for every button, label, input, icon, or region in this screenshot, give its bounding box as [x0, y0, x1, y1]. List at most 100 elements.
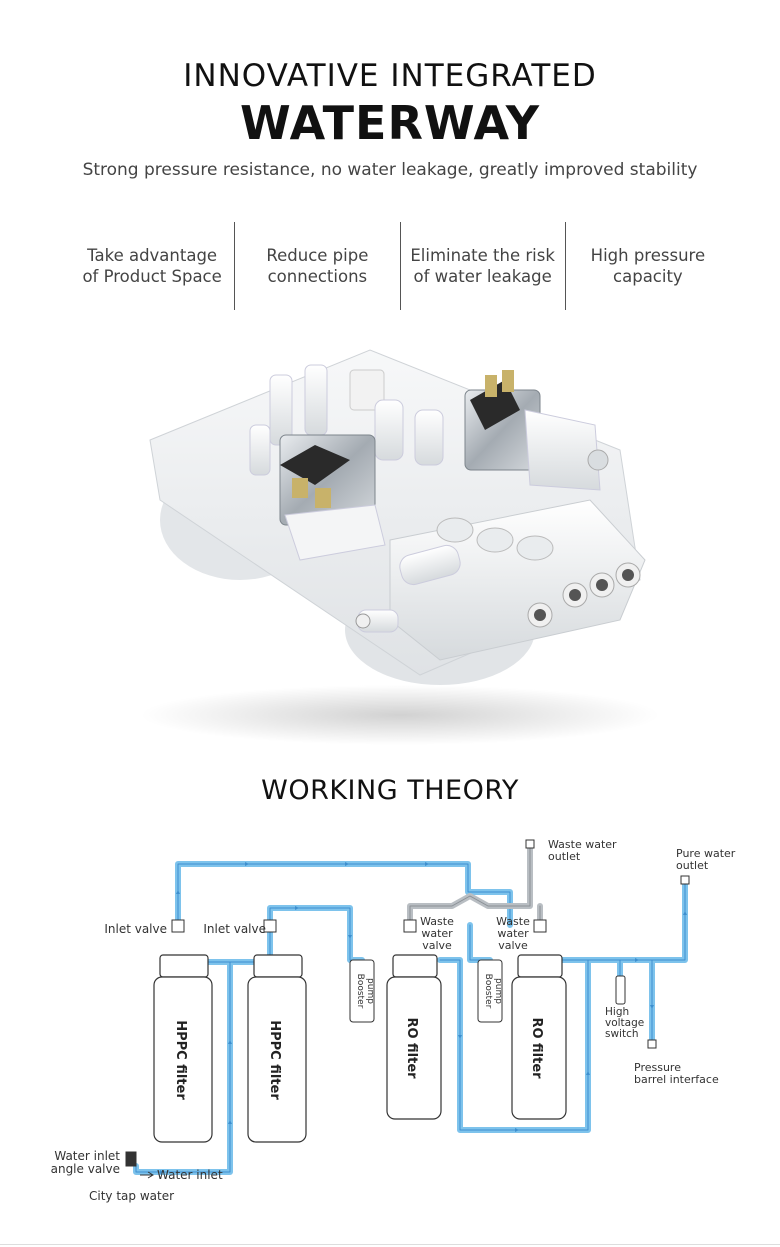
outlet-port-hole	[569, 589, 581, 601]
waste-valve-2-label-1: Waste	[496, 915, 530, 928]
angle-valve-label-1: Water inlet	[54, 1149, 120, 1163]
pure-outlet-fitting	[680, 875, 690, 885]
port	[476, 527, 514, 553]
arrow-head-icon	[147, 1171, 154, 1179]
post	[249, 424, 271, 476]
pressure-barrel-fitting	[647, 1039, 657, 1049]
port	[374, 399, 404, 461]
ro-filter-2-label: RO filter	[529, 1017, 544, 1079]
feature-text: High pressure	[590, 246, 706, 265]
high-voltage-switch	[615, 975, 626, 1005]
terminal	[502, 370, 514, 392]
waste-valve-1-label-2: water	[421, 927, 453, 940]
feature-text: capacity	[613, 267, 683, 286]
product-shadow	[140, 685, 660, 745]
pure-outlet-label-2: outlet	[676, 859, 709, 872]
outlet-port	[355, 613, 371, 629]
feature-text: of Product Space	[82, 267, 222, 286]
hero-title-line1: INNOVATIVE INTEGRATED	[183, 58, 597, 94]
feature-reduce-pipe: Reduce pipe connections	[234, 222, 399, 310]
port	[516, 535, 554, 561]
ro-filter-2-cap	[517, 954, 563, 978]
angle-valve-label-2: angle valve	[51, 1162, 120, 1176]
pipe-to-booster-2	[467, 922, 493, 963]
waterway-product-image	[140, 349, 660, 745]
ro-filter-1-label: RO filter	[404, 1017, 419, 1079]
outlet-port-hole	[596, 579, 608, 591]
port	[436, 517, 474, 543]
feature-list: Take advantage of Product Space Reduce pi…	[70, 222, 730, 310]
waste-valve-2	[533, 919, 547, 933]
hppc-filter-1-cap	[159, 954, 209, 978]
flow-arrows	[154, 862, 687, 1174]
terminal	[485, 375, 497, 397]
solenoid-coil-left	[280, 445, 350, 485]
terminal	[292, 478, 308, 498]
hppc-filter-2-cap	[253, 954, 303, 978]
water-inlet-label: Water inlet	[157, 1168, 223, 1182]
hppc-filter-2-label: HPPC filter	[267, 1020, 282, 1100]
high-voltage-switch-label-1: High	[605, 1006, 629, 1018]
pipe-to-booster-1	[267, 905, 365, 963]
booster-pump-1	[349, 959, 375, 1023]
ro-filter-2	[511, 976, 567, 1120]
solenoid-coil-right	[470, 380, 520, 430]
fittings	[125, 839, 690, 1167]
feature-text: connections	[267, 267, 368, 286]
ro-filter-1-cap	[392, 954, 438, 978]
inlet-valve-1	[171, 919, 185, 933]
high-voltage-switch-label-2: voltage	[605, 1017, 644, 1029]
filters	[153, 954, 567, 1143]
outlet-port-hole	[534, 609, 546, 621]
booster-pump-2	[477, 959, 503, 1023]
high-voltage-switch-label-3: switch	[605, 1028, 639, 1040]
hppc-filter-1	[153, 976, 213, 1143]
feature-no-leakage: Eliminate the risk of water leakage	[399, 222, 565, 310]
waste-valve-2-label-3: valve	[498, 939, 528, 952]
post	[304, 364, 328, 436]
valve-body	[284, 504, 386, 561]
feature-text: of water leakage	[413, 267, 552, 286]
terminal	[315, 488, 331, 508]
grey-waste-pipes	[407, 845, 543, 928]
hppc-filter-1-label: HPPC filter	[173, 1020, 188, 1100]
waste-outlet-label-2: outlet	[548, 850, 581, 863]
port	[414, 409, 444, 466]
feature-text: Take advantage	[87, 246, 218, 265]
pipe-stub	[399, 544, 461, 586]
feature-product-space: Take advantage of Product Space	[70, 222, 234, 310]
city-tap-water-label: City tap water	[89, 1189, 174, 1203]
booster-pump-2-label-1: Booster	[483, 974, 493, 1009]
feature-text: Eliminate the risk	[410, 246, 555, 265]
hero-title-line2: WATERWAY	[239, 96, 541, 150]
waste-outlet-label-1: Waste water	[548, 838, 617, 851]
hppc-filter-2	[247, 976, 307, 1143]
inlet-valve-1-label: Inlet valve	[104, 922, 167, 936]
pressure-barrel-label-1: Pressure	[634, 1061, 681, 1074]
pressure-barrel-label-2: barrel interface	[634, 1073, 719, 1086]
ro-filter-1	[386, 976, 442, 1120]
booster-pump-2-label-2: pump	[493, 978, 503, 1004]
valve-body	[524, 409, 601, 491]
screw	[587, 449, 609, 471]
booster-pump-1-label-1: Booster	[355, 974, 365, 1009]
feature-text: Reduce pipe	[266, 246, 369, 265]
pure-outlet-label-1: Pure water	[676, 847, 736, 860]
waste-valve-1-label-1: Waste	[420, 915, 454, 928]
feature-high-pressure: High pressure capacity	[564, 222, 730, 310]
pipe-top-main	[175, 861, 513, 928]
working-theory-title: WORKING THEORY	[261, 775, 519, 806]
outlet-port-hole	[622, 569, 634, 581]
hero-subtitle: Strong pressure resistance, no water lea…	[82, 160, 698, 180]
working-theory-diagram: HPPC filter HPPC filter RO filter RO fil…	[51, 838, 736, 1203]
angle-valve-icon	[125, 1151, 137, 1167]
inlet-valve-2	[263, 919, 277, 933]
capacitor	[349, 369, 385, 411]
bottom-divider	[0, 1244, 780, 1245]
waste-valve-1	[403, 919, 417, 933]
pipe-pure-outlet	[597, 879, 688, 963]
booster-pump-1-label-2: pump	[365, 978, 375, 1004]
waste-outlet-fitting	[525, 839, 535, 849]
waste-valve-2-label-2: water	[497, 927, 529, 940]
